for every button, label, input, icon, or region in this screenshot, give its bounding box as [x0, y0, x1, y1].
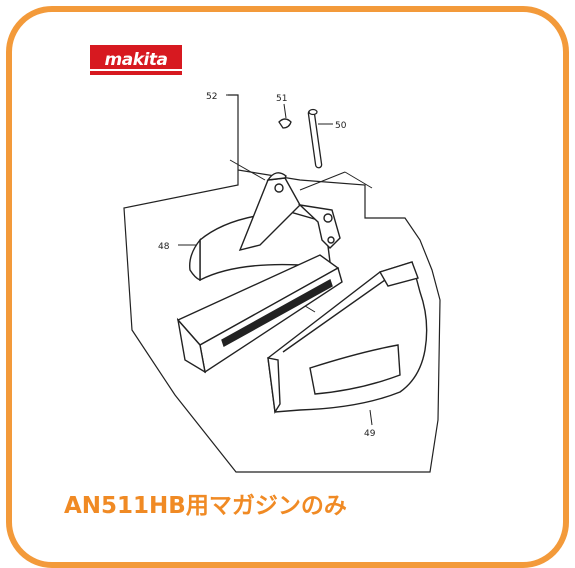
logo-text: makita	[104, 50, 168, 70]
leader-49	[369, 409, 373, 426]
label-50: 50	[335, 121, 347, 131]
part-49-cover	[267, 261, 428, 415]
label-52: 52	[206, 92, 217, 102]
aux-line-3	[344, 171, 373, 189]
leader-51	[283, 103, 287, 119]
label-49: 49	[364, 429, 376, 439]
rounded-orange-frame	[6, 6, 569, 568]
makita-logo: makita	[90, 45, 182, 75]
label-48: 48	[158, 242, 170, 252]
aux-line-1	[229, 159, 266, 181]
logo-underline	[90, 69, 182, 71]
caption-text: AN511HB用マガジンのみ	[64, 493, 347, 519]
aux-line-2	[299, 171, 346, 191]
label-51: 51	[276, 94, 287, 104]
part-50-pin	[307, 108, 323, 169]
part-48-magazine	[176, 172, 343, 374]
part-51-clip	[278, 118, 292, 129]
assembly-outline	[123, 94, 441, 473]
